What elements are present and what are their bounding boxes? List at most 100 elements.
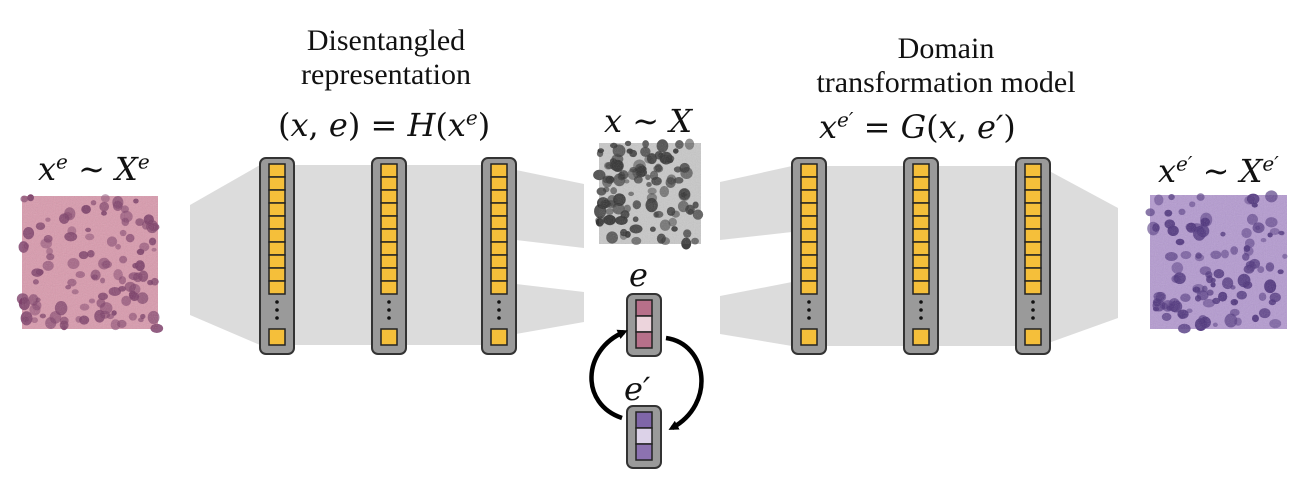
- style-unit: [635, 299, 653, 317]
- feature-unit: [912, 189, 930, 204]
- patch-grain: [599, 143, 701, 244]
- feature-unit: [380, 328, 398, 346]
- feature-column: [371, 157, 407, 355]
- feature-unit: [1024, 189, 1042, 204]
- style-vector-e: [626, 293, 662, 357]
- input-image-patch: [16, 194, 164, 333]
- feature-unit: [268, 254, 286, 269]
- feature-unit: [490, 241, 508, 256]
- band-to-content: [516, 170, 584, 248]
- feature-unit: [380, 267, 398, 282]
- feature-unit: [490, 280, 508, 295]
- feature-unit: [800, 328, 818, 346]
- feature-unit: [380, 189, 398, 204]
- feature-unit: [800, 254, 818, 269]
- feature-unit: [912, 202, 930, 217]
- feature-unit: [912, 267, 930, 282]
- style-unit: [635, 315, 653, 333]
- feature-unit: [490, 328, 508, 346]
- feature-unit: [800, 241, 818, 256]
- band-input: [190, 165, 260, 345]
- feature-unit: [380, 202, 398, 217]
- feature-columns: [259, 157, 1051, 355]
- feature-unit: [490, 267, 508, 282]
- feature-unit: [800, 163, 818, 178]
- feature-unit: [912, 328, 930, 346]
- feature-unit: [268, 215, 286, 230]
- dot: [497, 316, 501, 320]
- dot: [387, 316, 391, 320]
- feature-unit: [1024, 280, 1042, 295]
- feature-unit: [800, 176, 818, 191]
- dot: [497, 308, 501, 312]
- feature-unit: [268, 280, 286, 295]
- feature-unit: [800, 280, 818, 295]
- band-from-content: [720, 166, 792, 240]
- encoder-equation: (x, e) = H(xe): [278, 105, 491, 144]
- style-e-prime-label: e′: [624, 370, 651, 408]
- feature-unit: [800, 228, 818, 243]
- vertical-ellipsis-icon: [807, 300, 811, 320]
- feature-unit: [268, 328, 286, 346]
- dot: [807, 316, 811, 320]
- feature-column: [791, 157, 827, 355]
- image-patches: [16, 138, 1288, 334]
- feature-unit: [800, 189, 818, 204]
- feature-unit: [800, 267, 818, 282]
- feature-unit: [268, 189, 286, 204]
- feature-column: [1015, 157, 1051, 355]
- dot: [1031, 300, 1035, 304]
- feature-unit: [380, 228, 398, 243]
- heading-line: representation: [301, 58, 471, 91]
- feature-unit: [268, 228, 286, 243]
- vertical-ellipsis-icon: [1031, 300, 1035, 320]
- band-from-style: [720, 282, 792, 346]
- decoder-equation: xe′ = G(x, e′): [819, 107, 1016, 146]
- vertical-ellipsis-icon: [387, 300, 391, 320]
- feature-unit: [912, 228, 930, 243]
- feature-column: [259, 157, 295, 355]
- feature-unit: [490, 189, 508, 204]
- heading-line: transformation model: [816, 66, 1076, 99]
- feature-unit: [1024, 254, 1042, 269]
- feature-unit: [1024, 202, 1042, 217]
- dot: [919, 300, 923, 304]
- content-label: x ∼ X: [604, 102, 692, 140]
- heading-disentangled: Disentangled representation: [226, 24, 546, 92]
- heading-domain-transformation: Domain transformation model: [786, 32, 1106, 100]
- feature-unit: [912, 176, 930, 191]
- swap-cycle-arrows-icon: [589, 329, 704, 430]
- dot: [919, 316, 923, 320]
- input-domain-label: xe ∼ Xe: [38, 149, 150, 188]
- content-image-patch: [593, 138, 704, 250]
- feature-column: [481, 157, 517, 355]
- feature-unit: [380, 215, 398, 230]
- feature-unit: [912, 254, 930, 269]
- feature-unit: [912, 241, 930, 256]
- style-e-label: e: [629, 256, 648, 294]
- dot: [1031, 316, 1035, 320]
- dot: [387, 308, 391, 312]
- dot: [275, 316, 279, 320]
- dot: [807, 300, 811, 304]
- vertical-ellipsis-icon: [497, 300, 501, 320]
- dot: [1031, 308, 1035, 312]
- feature-unit: [800, 215, 818, 230]
- feature-unit: [1024, 215, 1042, 230]
- feature-unit: [380, 254, 398, 269]
- output-domain-label: xe′ ∼ Xe′: [1158, 151, 1279, 190]
- feature-unit: [1024, 241, 1042, 256]
- feature-unit: [490, 202, 508, 217]
- arrow-right: [665, 335, 704, 430]
- style-vector-e-prime: [626, 405, 662, 469]
- dot: [919, 308, 923, 312]
- dot: [387, 300, 391, 304]
- feature-unit: [380, 163, 398, 178]
- feature-unit: [268, 202, 286, 217]
- feature-unit: [490, 215, 508, 230]
- feature-unit: [268, 267, 286, 282]
- style-unit: [635, 411, 653, 429]
- dot: [275, 308, 279, 312]
